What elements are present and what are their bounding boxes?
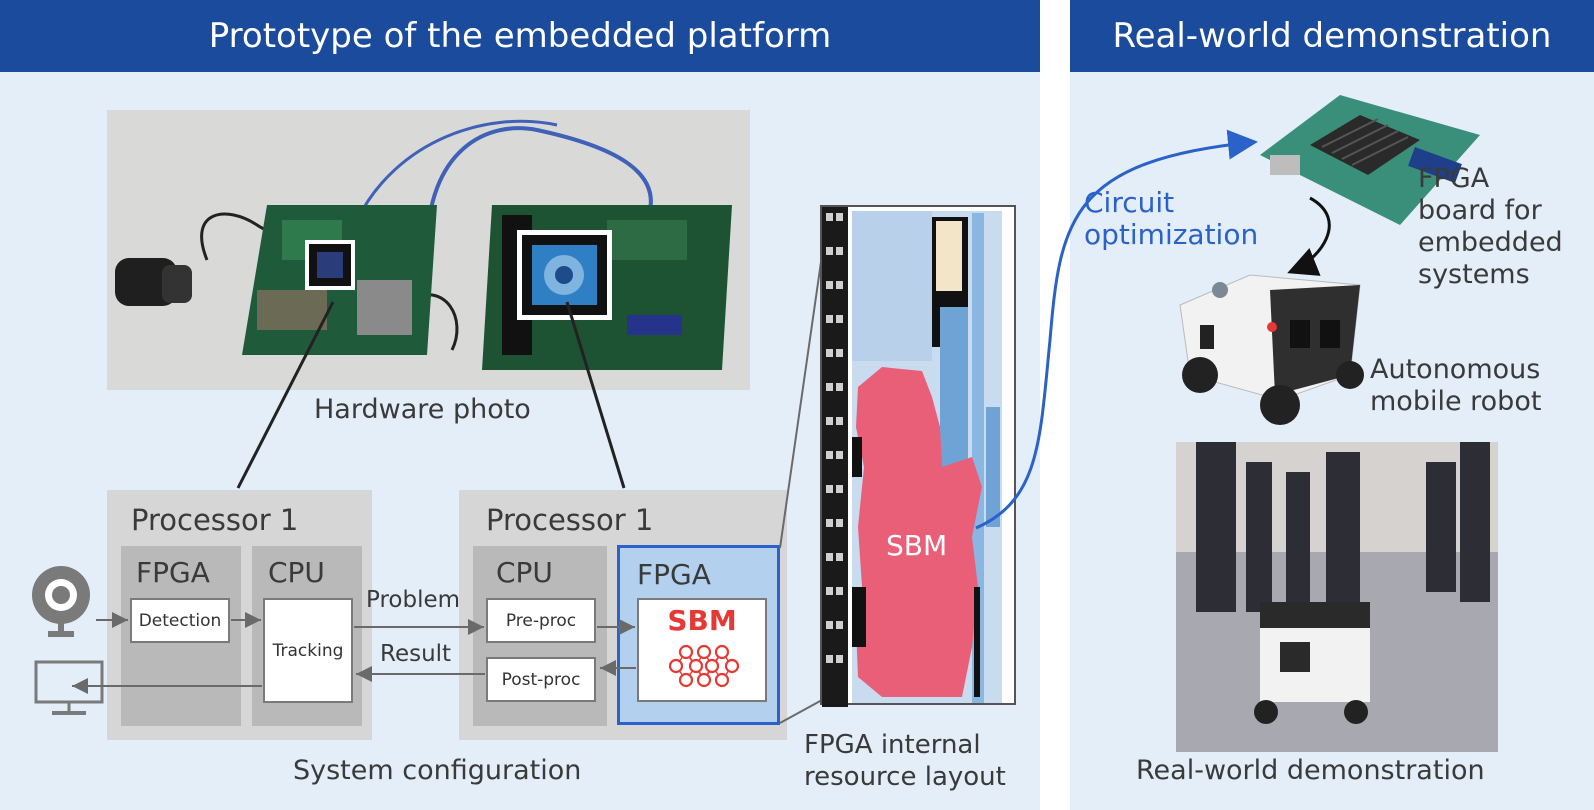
demonstration-drawing xyxy=(1176,442,1498,752)
detection-box: Detection xyxy=(130,598,230,643)
system-configuration-caption: System configuration xyxy=(293,755,582,786)
processor-b-title: Processor 1 xyxy=(486,503,654,537)
sbm-block-label: SBM xyxy=(667,604,737,637)
hardware-photo xyxy=(107,110,750,390)
processor-a-fpga-label: FPGA xyxy=(136,556,210,589)
fpga-board-photo xyxy=(1250,85,1490,235)
fpga-board-drawing xyxy=(1260,95,1480,225)
robot-drawing xyxy=(1179,274,1364,425)
neural-network-icon xyxy=(668,644,740,688)
hardware-photo-caption: Hardware photo xyxy=(314,394,531,425)
fpga-resource-layout: SBM xyxy=(820,205,1016,707)
fpga-layout-caption-line1: FPGA internal xyxy=(804,730,981,760)
hardware-photo-drawing xyxy=(115,119,732,370)
camera-icon xyxy=(32,566,90,637)
demonstration-caption: Real-world demonstration xyxy=(1136,755,1485,786)
robot-label-line2: mobile robot xyxy=(1370,386,1542,417)
processor-a-cpu-label: CPU xyxy=(268,556,325,589)
layout-sbm-label: SBM xyxy=(886,529,948,562)
result-label: Result xyxy=(380,641,452,667)
embedded-platform-panel: Prototype of the embedded platform xyxy=(0,0,1040,810)
preproc-box: Pre-proc xyxy=(486,598,596,643)
embedded-platform-header: Prototype of the embedded platform xyxy=(0,0,1040,72)
postproc-box: Post-proc xyxy=(486,657,596,702)
real-world-demo-header: Real-world demonstration xyxy=(1070,0,1594,72)
fpga-resource-layout-drawing xyxy=(822,207,1002,707)
real-world-demo-panel: Real-world demonstration xyxy=(1070,0,1594,810)
board-label-line2: board for xyxy=(1418,195,1542,226)
board-label-line4: systems xyxy=(1418,259,1530,290)
processor-a-title: Processor 1 xyxy=(131,503,299,537)
circuit-label-line2: optimization xyxy=(1084,218,1259,251)
board-label-line3: embedded xyxy=(1418,227,1563,258)
board-label-line1: FPGA xyxy=(1418,163,1490,194)
demonstration-photo xyxy=(1176,442,1498,752)
left-panel-connectors xyxy=(72,254,823,724)
robot-label-line1: Autonomous xyxy=(1370,354,1541,385)
processor-b-cpu-label: CPU xyxy=(496,556,553,589)
processor-b-fpga-label: FPGA xyxy=(637,558,711,591)
sbm-block: SBM xyxy=(637,598,767,702)
tracking-box: Tracking xyxy=(263,598,353,703)
autonomous-robot-photo xyxy=(1160,265,1410,430)
monitor-icon xyxy=(34,660,104,715)
fpga-layout-caption-line2: resource layout xyxy=(804,762,1006,792)
problem-label: Problem xyxy=(366,587,461,613)
